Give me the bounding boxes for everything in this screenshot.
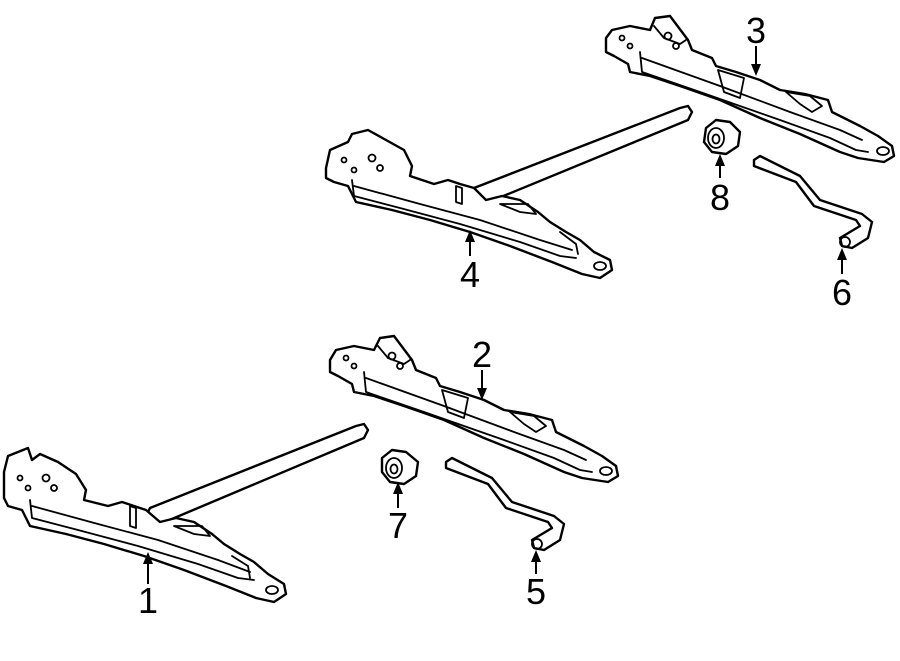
callout-label-1: 1: [138, 580, 158, 621]
callout-label-4: 4: [460, 254, 480, 295]
seat-track-adjuster-3: [604, 14, 896, 164]
callout-label-5: 5: [526, 571, 546, 612]
nut-8: [702, 118, 742, 156]
callout-label-7: 7: [388, 505, 408, 546]
release-rod-6: [752, 154, 874, 250]
callout-7: 7: [388, 482, 408, 546]
callout-label-8: 8: [710, 177, 730, 218]
release-rod-5: [444, 456, 566, 552]
callout-8: 8: [710, 154, 730, 218]
seat-track-adjuster-1: [2, 422, 370, 604]
callout-2: 2: [472, 334, 492, 400]
seat-track-adjuster-2: [328, 334, 620, 484]
nut-7: [380, 448, 420, 486]
callout-label-3: 3: [746, 10, 766, 51]
callout-3: 3: [746, 10, 766, 76]
callout-4: 4: [460, 230, 480, 295]
callout-1: 1: [138, 552, 158, 621]
callout-label-2: 2: [472, 334, 492, 375]
seat-track-adjuster-4: [324, 104, 694, 280]
callout-5: 5: [526, 550, 546, 612]
callout-label-6: 6: [832, 272, 852, 313]
callout-6: 6: [832, 248, 852, 313]
